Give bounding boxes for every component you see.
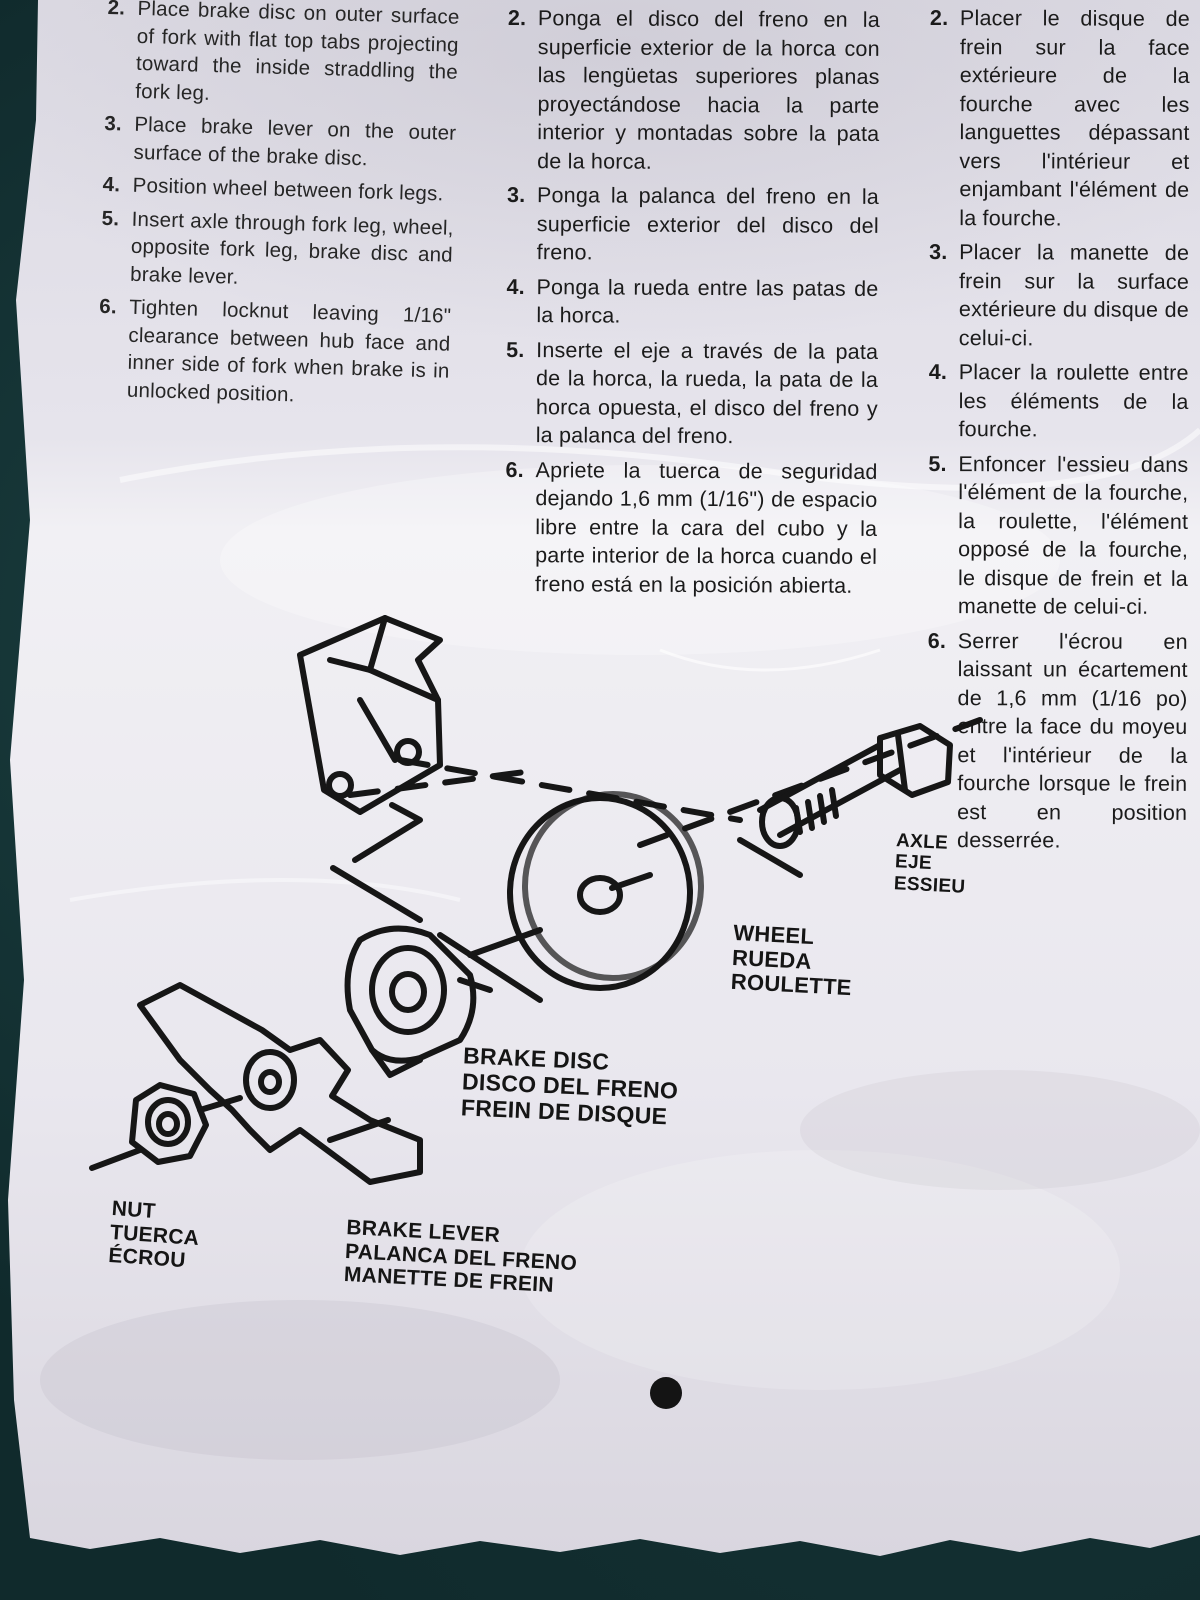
brake-lever xyxy=(137,982,423,1185)
bag-hole xyxy=(650,1377,682,1409)
nut xyxy=(89,1082,243,1171)
wheel-label: WHEEL RUEDA ROULETTE xyxy=(730,920,855,1001)
fork-bracket xyxy=(297,615,443,815)
axle-label: AXLE EJE ESSIEU xyxy=(893,830,968,897)
axle-label-es: EJE xyxy=(894,851,933,875)
nut-label: NUT TUERCA ÉCROU xyxy=(108,1197,202,1274)
axle xyxy=(737,723,953,878)
brake-disc xyxy=(344,925,543,1078)
wheel xyxy=(507,791,704,991)
brake-lever-label: BRAKE LEVER PALANCA DEL FRENO MANETTE DE… xyxy=(343,1216,579,1299)
brake-disc-label: BRAKE DISC DISCO DEL FRENO FREIN DE DISQ… xyxy=(460,1042,679,1130)
axle-path xyxy=(347,717,983,848)
axle-label-fr: ESSIEU xyxy=(893,872,966,898)
fork-leg-pieces xyxy=(330,802,543,1003)
